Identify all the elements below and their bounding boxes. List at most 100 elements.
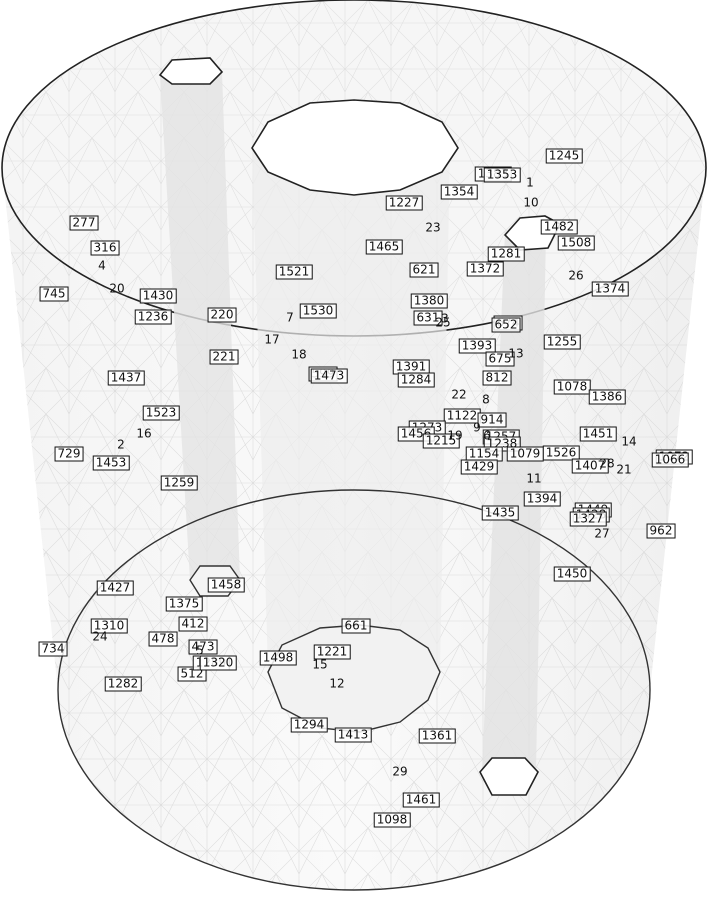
node-label-plain: 14 [621, 434, 637, 449]
node-label-boxed: 652 [491, 317, 521, 333]
node-label-boxed: 1079 [506, 446, 544, 462]
node-label-plain: 10 [523, 195, 539, 210]
node-label-boxed: 1245 [545, 148, 583, 164]
node-label-boxed: 221 [209, 349, 239, 365]
node-label-boxed: 1236 [134, 309, 172, 325]
node-label-boxed: 962 [646, 523, 676, 539]
node-label-boxed: 1281 [487, 246, 525, 262]
node-label-plain: 17 [264, 332, 280, 347]
node-label-boxed: 1530 [299, 303, 337, 319]
small-column-right [482, 232, 546, 772]
node-label-plain: 22 [451, 387, 467, 402]
top-big-hole [251, 99, 459, 196]
node-label-boxed: 1294 [290, 717, 328, 733]
node-label-plain: 16 [136, 426, 152, 441]
node-label-plain: 18 [291, 347, 307, 362]
bottom-small-hole-right [479, 757, 539, 796]
node-label-plain: 21 [616, 462, 632, 477]
node-label-boxed: 812 [482, 370, 512, 386]
node-label-boxed: 473 [188, 639, 218, 655]
node-label-plain: 24 [92, 629, 108, 644]
node-label-boxed: 1227 [385, 195, 423, 211]
node-label-boxed: 1078 [553, 379, 591, 395]
node-label-boxed: 1498 [259, 650, 297, 666]
node-label-boxed: 1465 [365, 239, 403, 255]
node-label-boxed: 1372 [466, 261, 504, 277]
node-label-boxed: 1320 [199, 655, 237, 671]
node-label-boxed: 1508 [557, 235, 595, 251]
node-label-boxed: 412 [178, 616, 208, 632]
node-label-plain: 28 [599, 456, 615, 471]
node-label-boxed: 1259 [160, 475, 198, 491]
node-label-boxed: 1393 [458, 338, 496, 354]
node-label-boxed: 1451 [579, 426, 617, 442]
node-label-plain: 27 [594, 526, 610, 541]
node-label-boxed: 734 [38, 641, 68, 657]
node-label-plain: 4 [98, 258, 106, 273]
node-label-boxed: 1310 [90, 618, 128, 634]
top-small-hole-left [158, 57, 224, 85]
node-label-plain: 25 [435, 315, 451, 330]
small-column-left [160, 72, 240, 580]
node-label-plain: 9 [473, 420, 481, 435]
node-label-boxed: 1327 [569, 511, 607, 527]
node-label-plain: 2 [117, 437, 125, 452]
node-label-plain: 26 [568, 268, 584, 283]
node-label-plain: 5 [196, 643, 204, 658]
node-label-boxed: 1430 [139, 288, 177, 304]
node-label-boxed: 1427 [96, 580, 134, 596]
node-label-plain: 11 [526, 471, 542, 486]
node-label-boxed: 1429 [460, 459, 498, 475]
node-label-boxed: 1361 [418, 728, 456, 744]
node-label-plain: 12 [329, 676, 345, 691]
node-label-boxed: 478 [148, 631, 178, 647]
node-label-boxed: 1375 [165, 596, 203, 612]
bottom-outline [57, 489, 651, 891]
node-label-boxed: 1450 [553, 566, 591, 582]
node-label-boxed: 1394 [523, 491, 561, 507]
node-label-boxed: 220 [207, 307, 237, 323]
node-label-boxed: 1066 [651, 452, 689, 468]
node-label-boxed: 1386 [588, 389, 626, 405]
node-label-boxed: 914 [477, 412, 507, 428]
node-label-boxed: 1413 [334, 727, 372, 743]
node-label-plain: 29 [392, 764, 408, 779]
node-label-boxed: 1255 [543, 334, 581, 350]
node-label-boxed: 1215 [422, 433, 460, 449]
node-label-boxed: 1453 [92, 455, 130, 471]
node-label-boxed: 661 [341, 618, 371, 634]
node-label-boxed: 1482 [540, 219, 578, 235]
node-label-boxed: 1435 [481, 505, 519, 521]
node-label-boxed: 1521 [275, 264, 313, 280]
node-label-boxed: 1526 [542, 445, 580, 461]
node-label-boxed: 621 [409, 262, 439, 278]
node-label-boxed: 1437 [107, 370, 145, 386]
node-label-boxed: 1380 [410, 293, 448, 309]
node-label-boxed: 1284 [397, 372, 435, 388]
node-label-boxed: 1407 [571, 458, 609, 474]
node-label-boxed: 729 [54, 446, 84, 462]
node-label-boxed: 1354 [440, 184, 478, 200]
node-label-boxed: 1473 [310, 368, 348, 384]
node-label-boxed: 1461 [402, 792, 440, 808]
node-label-boxed: 1122 [443, 408, 481, 424]
node-label-plain: 13 [508, 346, 524, 361]
node-label-boxed: 1523 [142, 405, 180, 421]
node-label-boxed: 1374 [591, 281, 629, 297]
node-label-boxed: 631 [413, 310, 443, 326]
node-label-boxed: 277 [69, 215, 99, 231]
node-label-boxed: 1221 [313, 644, 351, 660]
node-label-boxed: 316 [90, 240, 120, 256]
node-label-plain: 23 [425, 220, 441, 235]
node-label-boxed: 675 [485, 351, 515, 367]
node-label-boxed: 1154 [465, 446, 503, 462]
node-label-plain: 20 [109, 281, 125, 296]
node-label-plain: 7 [286, 310, 294, 325]
node-label-boxed: 1458 [207, 577, 245, 593]
node-label-plain: 6 [483, 428, 491, 443]
node-label-plain: 8 [482, 392, 490, 407]
node-label-boxed: 745 [39, 286, 69, 302]
node-label-boxed: 1098 [373, 812, 411, 828]
